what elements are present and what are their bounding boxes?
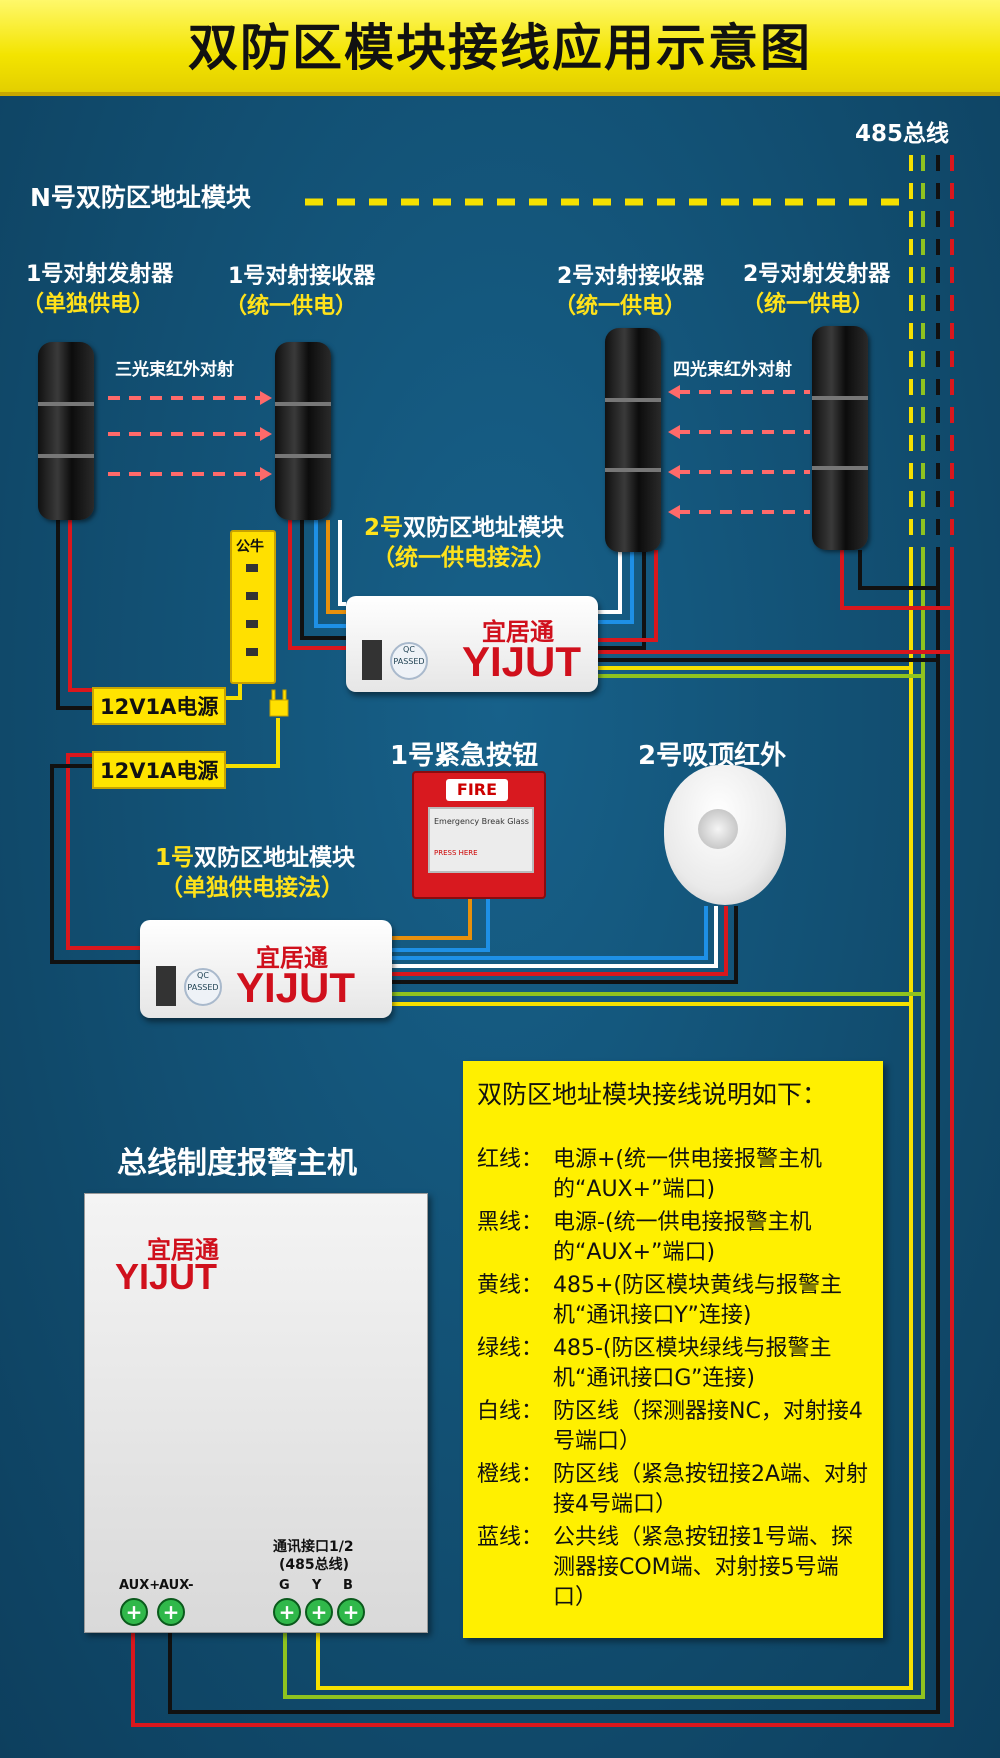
tx2-beam-detector (812, 326, 868, 550)
bus-label: 485总线 (855, 121, 950, 147)
pir-module1-wires (392, 906, 738, 984)
module2-brand-en: YIJUT (462, 638, 582, 685)
beam3-label: 三光束红外对射 (115, 360, 234, 380)
comm-port-label: 通讯接口1/2 (273, 1539, 354, 1555)
host-brand-en: YIJUT (115, 1256, 218, 1297)
terminal-label-y: Y (312, 1578, 322, 1593)
terminal-aux-minus: + (157, 1598, 185, 1626)
power-strip-brand: 公牛 (236, 539, 264, 555)
module2-bus-wires (598, 650, 952, 678)
tx1-power-wires (56, 520, 242, 710)
terminal-label-b: B (343, 1578, 353, 1593)
module1-bus-wires (392, 992, 923, 1006)
terminal-y: + (305, 1598, 333, 1626)
bus-solid-section (131, 560, 954, 1727)
module2-brand-cn: 宜居通 (482, 617, 554, 646)
terminal-label-g: G (279, 1578, 290, 1593)
tx1-name: 1号对射发射器 (26, 262, 174, 287)
notes-title: 双防区地址模块接线说明如下： (477, 1080, 828, 1109)
psu-label-1: 12V1A电源 (92, 687, 227, 725)
button-module1-wires (392, 897, 490, 952)
rx2-module2-wires (598, 550, 658, 650)
module1-label: 1号双防区地址模块 (155, 838, 355, 872)
module1-power-wires (50, 718, 280, 964)
rx1-name: 1号对射接收器 (228, 264, 376, 289)
beam-arrowheads-left (260, 391, 272, 481)
power-plug-icon (269, 689, 289, 717)
beam-arrowheads-right (668, 385, 680, 519)
fire-label: FIRE (446, 779, 508, 801)
fire-glass-panel: Emergency Break Glass PRESS HERE (428, 807, 534, 873)
module1-mode: （单独供电接法） (160, 875, 344, 901)
fire-press-text: PRESS HERE (434, 849, 478, 857)
power-strip: 公牛 (230, 530, 276, 684)
terminal-b: + (337, 1598, 365, 1626)
comm-port-sub: (485总线) (279, 1557, 350, 1573)
tx2-power: （统一供电） (742, 292, 875, 317)
ceiling-pir-detector (664, 765, 786, 905)
terminal-label-aux-plus: AUX+ (119, 1578, 161, 1593)
note-blue: 蓝线：公共线（紧急按钮接1号端、探测器接COM端、对射接5号端口） (477, 1525, 853, 1610)
emergency-button-label: 1号紧急按钮 (390, 741, 539, 771)
alarm-host-panel: 宜居通 YIJUT 通讯接口1/2 (485总线) AUX+ AUX- G Y … (84, 1193, 428, 1633)
wiring-notes: 双防区地址模块接线说明如下： 红线：电源+(统一供电接报警主机的“AUX+”端口… (463, 1061, 883, 1638)
fire-call-point: FIRE Emergency Break Glass PRESS HERE (412, 771, 546, 899)
module1-brand-en: YIJUT (236, 964, 356, 1011)
module2-dip-switch (362, 640, 382, 680)
module1-dip-switch (156, 966, 176, 1006)
note-red: 红线：电源+(统一供电接报警主机的“AUX+”端口) (477, 1147, 823, 1202)
n-module-label: N号双防区地址模块 (30, 183, 251, 212)
note-white: 白线：防区线（探测器接NC，对射接4号端口） (477, 1399, 863, 1454)
module1-brand-cn: 宜居通 (256, 943, 328, 972)
rx1-power: （统一供电） (225, 294, 358, 319)
host-brand-cn: 宜居通 (147, 1235, 219, 1264)
module1-name: 双防区地址模块 (194, 845, 356, 871)
module2-number: 2号 (364, 515, 404, 541)
note-orange: 橙线：防区线（紧急按钮接2A端、对射接4号端口） (477, 1462, 869, 1517)
module2-name: 双防区地址模块 (403, 515, 565, 541)
tx2-bus-wires (840, 550, 952, 610)
bus-dashed-section (909, 155, 954, 560)
pir-lens-icon (698, 809, 738, 849)
psu-label-2: 12V1A电源 (92, 751, 227, 789)
beam4-label: 四光束红外对射 (673, 360, 792, 380)
terminal-label-aux-minus: AUX- (159, 1578, 194, 1593)
fire-glass-text: Emergency Break Glass (434, 817, 529, 826)
rx2-power: （统一供电） (554, 294, 687, 319)
rx1-beam-detector (275, 342, 331, 520)
rx2-beam-detector (605, 328, 661, 552)
title-bar (0, 0, 1000, 96)
tx1-power: （单独供电） (22, 292, 155, 317)
module2-label: 2号双防区地址模块 (364, 508, 564, 542)
beam-arrows-left (108, 396, 262, 476)
note-green: 绿线：485-(防区模块绿线与报警主机“通讯接口G”连接) (477, 1336, 832, 1391)
terminal-g: + (273, 1598, 301, 1626)
tx2-name: 2号对射发射器 (743, 262, 891, 287)
host-title: 总线制度报警主机 (117, 1146, 357, 1181)
note-black: 黑线：电源-(统一供电接报警主机的“AUX+”端口) (477, 1210, 812, 1265)
tx1-beam-detector (38, 342, 94, 520)
module2-mode: （统一供电接法） (372, 545, 556, 571)
module1-number: 1号 (155, 845, 195, 871)
rx2-name: 2号对射接收器 (557, 264, 705, 289)
rx1-module2-wires (288, 520, 346, 650)
beam-arrows-right (678, 390, 810, 514)
terminal-aux-plus: + (120, 1598, 148, 1626)
page-title: 双防区模块接线应用示意图 (188, 19, 812, 77)
note-yellow: 黄线：485+(防区模块黄线与报警主机“通讯接口Y”连接) (477, 1273, 843, 1328)
